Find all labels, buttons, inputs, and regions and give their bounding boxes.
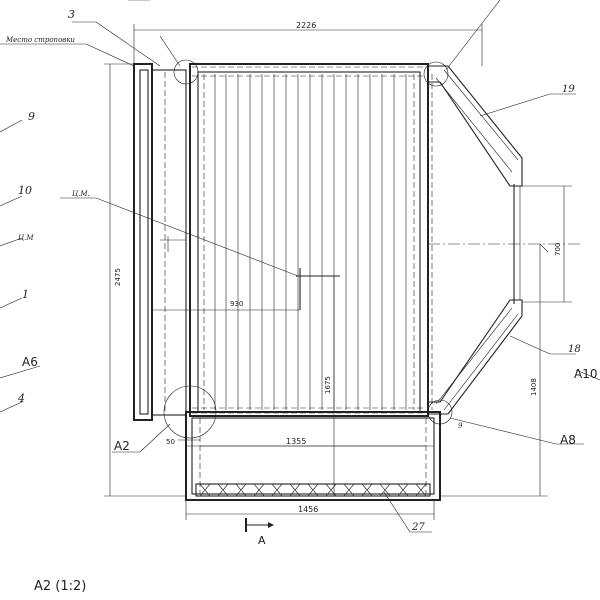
label-center-mass-center: Ц.М. — [72, 190, 90, 198]
dimension-right-height: 1408 — [530, 378, 538, 396]
dimension-overall-width: 2226 — [296, 21, 316, 30]
label-a2: А2 — [114, 439, 130, 453]
label-section-a: А — [258, 534, 266, 547]
detail-circle-top-right — [423, 61, 449, 87]
label-sling-note: Место строповки — [5, 36, 76, 44]
label-item-9: 9 — [28, 110, 35, 123]
lower-frame — [185, 411, 441, 501]
label-item-1: 1 — [22, 288, 29, 301]
dimension-lines — [104, 24, 548, 520]
detail-circle-a8 — [427, 399, 453, 425]
detail-circle-a2 — [163, 385, 217, 439]
section-a-marker — [245, 518, 274, 532]
label-detail-caption: А2 (1:2) — [34, 579, 86, 594]
label-item-4: 4 — [17, 392, 25, 405]
label-item-3: 3 — [68, 8, 75, 21]
right-hopper — [427, 65, 580, 415]
label-a6: А6 — [22, 355, 38, 369]
label-item-19: 19 — [562, 84, 575, 95]
label-center-mass-left: Ц.М — [18, 234, 34, 242]
dimension-base-width: 1456 — [298, 505, 318, 514]
label-item-27: 27 — [411, 522, 425, 533]
detail-circle-top-left — [173, 59, 199, 85]
main-body — [133, 63, 433, 421]
label-item-10: 10 — [18, 184, 32, 197]
label-a10: А10 — [574, 367, 597, 381]
dimension-overall-height: 2475 — [114, 268, 122, 286]
dimension-center-height: 1675 — [324, 376, 332, 394]
label-item-18: 18 — [568, 344, 581, 355]
panel-slats — [214, 74, 407, 410]
label-a8: А8 — [560, 433, 576, 447]
dimension-inner-span: 1355 — [286, 437, 306, 446]
label-small-number: 9 — [458, 422, 463, 430]
dimension-opening: 700 — [554, 243, 562, 256]
dimension-interior-width: 930 — [230, 300, 243, 308]
leader-lines — [0, 0, 600, 533]
dimension-offset: 50 — [166, 438, 175, 446]
